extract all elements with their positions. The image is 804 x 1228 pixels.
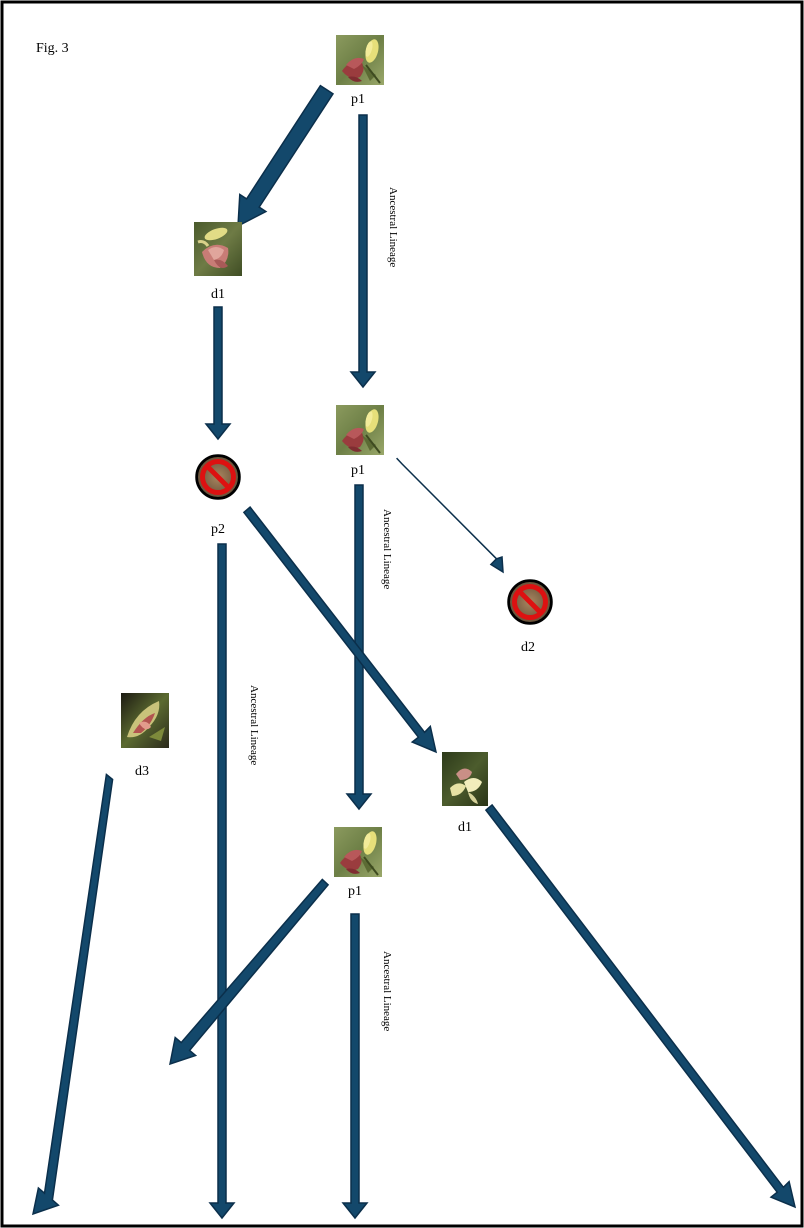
arrows-group: [31, 84, 797, 1220]
node-label: d2: [521, 640, 535, 655]
node-d2: d2: [508, 580, 552, 655]
arrow-d1-to-right: [484, 803, 797, 1209]
lineage-label: Ancestral Lineage: [381, 509, 393, 589]
node-label: p1: [351, 92, 365, 107]
node-label: d3: [135, 764, 149, 779]
arrow-d3-to-left: [31, 773, 114, 1216]
arrow-p2-to-d1: [242, 506, 438, 754]
lineage-label: Ancestral Lineage: [248, 685, 260, 765]
arrow-p1-to-d3: [169, 878, 330, 1066]
arrow-d1-to-p2: [204, 306, 232, 441]
node-d3: d3: [121, 693, 169, 779]
flower-p1-image: [335, 34, 385, 86]
flower-p1-image: [333, 826, 383, 878]
figure-label: Fig. 3: [36, 41, 69, 56]
node-p1-mid: p1: [335, 404, 385, 478]
no-symbol-icon: [196, 455, 240, 499]
arrow-p1-to-d2: [396, 457, 504, 574]
flower-p1-image: [335, 404, 385, 456]
flower-d1-image: [192, 220, 244, 278]
node-p1-low: p1: [333, 826, 383, 899]
node-d1-upper: d1: [192, 220, 244, 302]
node-p2: p2: [196, 455, 240, 537]
node-p1-top: p1: [335, 34, 385, 107]
no-symbol-icon: [508, 580, 552, 624]
arrow-p2-lineage: [208, 543, 236, 1220]
arrow-p1-lineage-1: [349, 114, 377, 389]
lineage-label: Ancestral Lineage: [387, 187, 399, 267]
node-label: d1: [211, 287, 225, 302]
arrow-p1-lineage-3: [341, 913, 369, 1220]
node-label: p1: [348, 884, 362, 899]
flower-d1-variant-image: [442, 752, 488, 806]
lineage-label: Ancestral Lineage: [381, 951, 393, 1031]
node-label: p1: [351, 463, 365, 478]
node-label: p2: [211, 522, 225, 537]
node-d1-lower: d1: [442, 752, 488, 835]
node-label: d1: [458, 820, 472, 835]
flower-d3-image: [121, 693, 169, 748]
